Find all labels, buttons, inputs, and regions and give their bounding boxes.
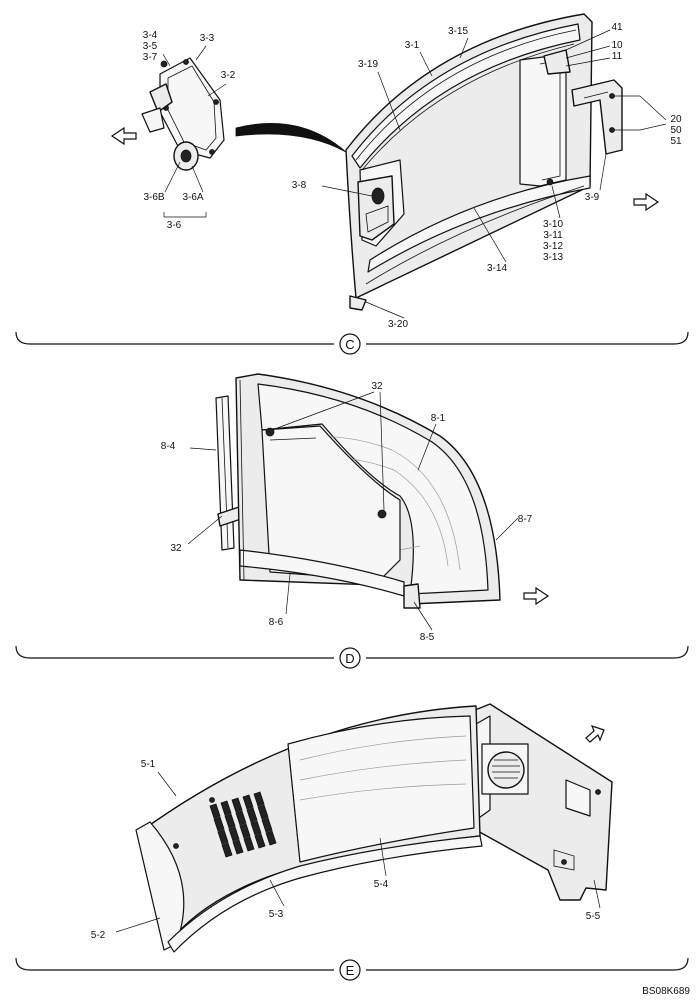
section-marker-e bbox=[339, 959, 361, 981]
callout-label: 5-4 bbox=[374, 879, 389, 890]
louver-slot bbox=[239, 823, 251, 839]
callout-label: 32 bbox=[371, 381, 383, 392]
louver-slot bbox=[220, 800, 232, 816]
section-c-illustration bbox=[110, 13, 667, 319]
louver-slot bbox=[243, 836, 255, 852]
louver-slot bbox=[254, 833, 266, 849]
callout-label: 41 bbox=[611, 22, 623, 33]
section-marker-c bbox=[339, 333, 361, 355]
callout-label: 3-12 bbox=[543, 241, 563, 252]
louver-slot bbox=[265, 830, 277, 846]
section-d-leader-lines bbox=[187, 391, 519, 631]
section-divider-d bbox=[15, 645, 689, 659]
callout-label: 3-20 bbox=[388, 319, 408, 330]
callout-label: 3-8 bbox=[292, 180, 307, 191]
callout-label: 5-2 bbox=[91, 930, 106, 941]
section-c-callouts: 3-43-53-7 3-3 3-2 3-6B 3-6A 3-6 3-1 3-15 3-19 41 1… bbox=[143, 22, 682, 330]
callout-label: 8-1 bbox=[431, 413, 446, 424]
callout-label: 50 bbox=[670, 125, 682, 136]
callout-label: 20 bbox=[670, 114, 682, 125]
callout-label: 3-9 bbox=[585, 192, 600, 203]
callout-label: 51 bbox=[670, 136, 682, 147]
callout-label: 8-7 bbox=[518, 514, 533, 525]
section-d-callouts: 32 8-1 8-4 8-7 32 8-6 8-5 bbox=[161, 381, 533, 643]
section-label-e: E bbox=[346, 963, 355, 978]
louver-slots bbox=[209, 791, 277, 858]
louver-slot bbox=[246, 807, 258, 823]
callout-label: 8-4 bbox=[161, 441, 176, 452]
cabin-door-panel bbox=[345, 13, 593, 311]
speaker-assembly bbox=[141, 45, 227, 218]
callout-label: 5-3 bbox=[269, 909, 284, 920]
callout-label: 3-15 bbox=[448, 26, 468, 37]
callout-label: 3-6 bbox=[167, 220, 182, 231]
callout-label: 8-5 bbox=[420, 632, 435, 643]
louver-slot bbox=[261, 817, 273, 833]
section-e-illustration bbox=[115, 703, 613, 953]
callout-label: 3-3 bbox=[200, 33, 215, 44]
rear-side-panel bbox=[469, 703, 613, 901]
louver-slot bbox=[209, 803, 221, 819]
louver-slot bbox=[221, 842, 233, 858]
callout-label: 8-6 bbox=[269, 617, 284, 628]
callout-label: 10 bbox=[611, 40, 623, 51]
callout-label: 5-1 bbox=[141, 759, 156, 770]
callout-label: 3-6B bbox=[143, 192, 164, 203]
louver-slot bbox=[217, 829, 229, 845]
section-label-c: C bbox=[345, 337, 354, 352]
callout-label: 5-5 bbox=[586, 911, 601, 922]
direction-arrow-left-icon bbox=[110, 126, 137, 146]
louver-slot bbox=[257, 804, 269, 820]
louver-slot bbox=[235, 810, 247, 826]
louver-slot bbox=[224, 813, 236, 829]
callout-label: 32 bbox=[170, 543, 182, 554]
callout-label: 11 bbox=[612, 51, 623, 62]
direction-arrow-right-icon bbox=[523, 586, 550, 606]
curved-side-cover bbox=[135, 705, 483, 953]
louver-slot bbox=[250, 820, 262, 836]
section-e-leader-lines bbox=[115, 771, 601, 933]
callout-label: 3-19 bbox=[358, 59, 378, 70]
louver-slot bbox=[232, 839, 244, 855]
callout-label: 3-1 bbox=[405, 40, 420, 51]
callout-label: 3-5 bbox=[143, 41, 158, 52]
section-divider-e bbox=[15, 957, 689, 971]
section-divider-c bbox=[15, 331, 689, 345]
mounting-bracket bbox=[571, 79, 640, 155]
louver-slot bbox=[253, 791, 265, 807]
section-d-illustration bbox=[187, 373, 550, 631]
section-marker-d bbox=[339, 647, 361, 669]
inner-panel bbox=[235, 373, 501, 609]
louver-slot bbox=[231, 797, 243, 813]
callout-label: 3-6A bbox=[182, 192, 203, 203]
detail-pointer-swoosh bbox=[235, 123, 347, 153]
louver-slot bbox=[228, 826, 240, 842]
direction-arrow-right-icon bbox=[633, 192, 660, 212]
callout-label: 3-11 bbox=[543, 230, 563, 241]
louver-slot bbox=[242, 794, 254, 810]
callout-label: 3-7 bbox=[143, 52, 158, 63]
callout-label: 3-4 bbox=[143, 30, 158, 41]
callout-label: 3-14 bbox=[487, 263, 507, 274]
section-e-callouts: 5-1 5-4 5-3 5-5 5-2 bbox=[91, 759, 601, 941]
callout-label: 3-13 bbox=[543, 252, 563, 263]
callout-label: 3-2 bbox=[221, 70, 236, 81]
louver-slot bbox=[213, 816, 225, 832]
section-c-leader-lines bbox=[321, 29, 667, 319]
direction-arrow-right-icon bbox=[585, 725, 605, 743]
callout-label: 3-10 bbox=[543, 219, 563, 230]
section-label-d: D bbox=[345, 651, 354, 666]
drawing-code: BS08K689 bbox=[642, 986, 690, 997]
